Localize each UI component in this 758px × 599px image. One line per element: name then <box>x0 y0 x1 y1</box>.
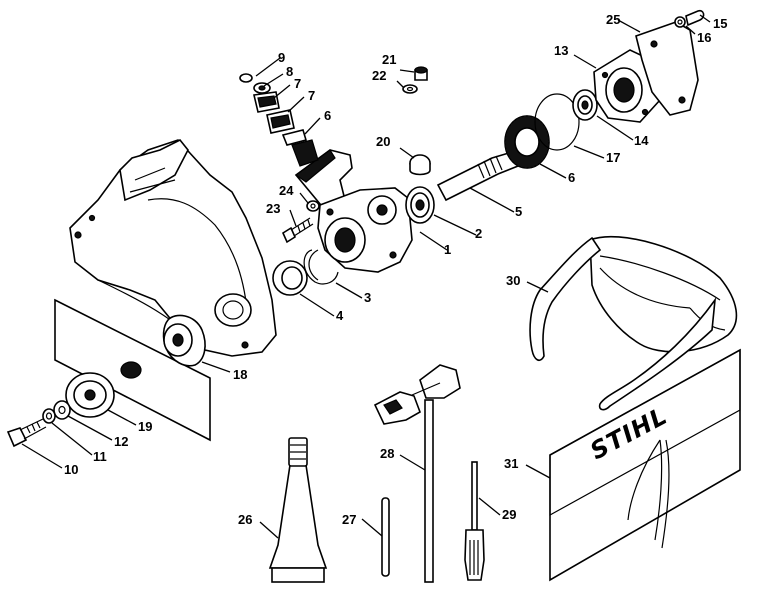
cover-screw <box>674 9 705 28</box>
drift-pin <box>381 497 390 577</box>
pinion-assembly <box>239 73 319 167</box>
o-ring <box>534 93 580 151</box>
callout-24: 24 <box>279 183 294 198</box>
safety-glasses <box>529 235 738 411</box>
callout-13: 13 <box>554 43 568 58</box>
screwdriver <box>464 461 485 581</box>
combination-wrench <box>373 364 461 583</box>
callout-21: 21 <box>382 52 396 67</box>
callout-22: 22 <box>372 68 386 83</box>
callout-23: 23 <box>266 201 280 216</box>
callout-6b: 6 <box>568 170 575 185</box>
callout-19: 19 <box>138 419 152 434</box>
callout-4: 4 <box>336 308 344 323</box>
callout-28: 28 <box>380 446 394 461</box>
ball-bearing <box>405 186 435 224</box>
washer-and-bolt <box>6 400 71 448</box>
callout-20: 20 <box>376 134 390 149</box>
callout-26: 26 <box>238 512 252 527</box>
cover-bearing <box>572 89 598 121</box>
thrust-plate <box>65 372 115 418</box>
callout-9: 9 <box>278 50 285 65</box>
callout-25: 25 <box>606 12 620 27</box>
callout-3: 3 <box>364 290 371 305</box>
callout-labels: 9 8 7 7 6 21 22 20 24 23 1 2 3 4 5 6 17 … <box>64 12 727 527</box>
callout-30: 30 <box>506 273 520 288</box>
bearing-housing <box>593 49 661 123</box>
callout-7a: 7 <box>294 76 301 91</box>
callout-7b: 7 <box>308 88 315 103</box>
cutting-blade <box>54 298 211 442</box>
callout-1: 1 <box>444 242 451 257</box>
callout-14: 14 <box>634 133 649 148</box>
gear-housing <box>294 149 413 273</box>
callout-8: 8 <box>286 64 293 79</box>
callout-6a: 6 <box>324 108 331 123</box>
seal-and-circlip <box>272 249 339 296</box>
callout-16: 16 <box>697 30 711 45</box>
callout-12: 12 <box>114 434 128 449</box>
housing-screw <box>281 200 320 244</box>
callout-11: 11 <box>93 449 107 464</box>
callout-2: 2 <box>475 226 482 241</box>
callout-17: 17 <box>606 150 620 165</box>
callout-18: 18 <box>233 367 247 382</box>
deflector-guard <box>69 138 277 357</box>
plug-and-screw <box>402 66 431 176</box>
leader-lines <box>21 14 711 539</box>
thrust-washer <box>162 314 206 367</box>
callout-15: 15 <box>713 16 727 31</box>
callout-31: 31 <box>504 456 518 471</box>
callout-27: 27 <box>342 512 356 527</box>
callout-10: 10 <box>64 462 78 477</box>
bevel-gear <box>504 115 550 169</box>
tool-pouch: STIHL <box>549 348 741 582</box>
grease-tube <box>268 437 328 583</box>
callout-29: 29 <box>502 507 516 522</box>
callout-5: 5 <box>515 204 522 219</box>
